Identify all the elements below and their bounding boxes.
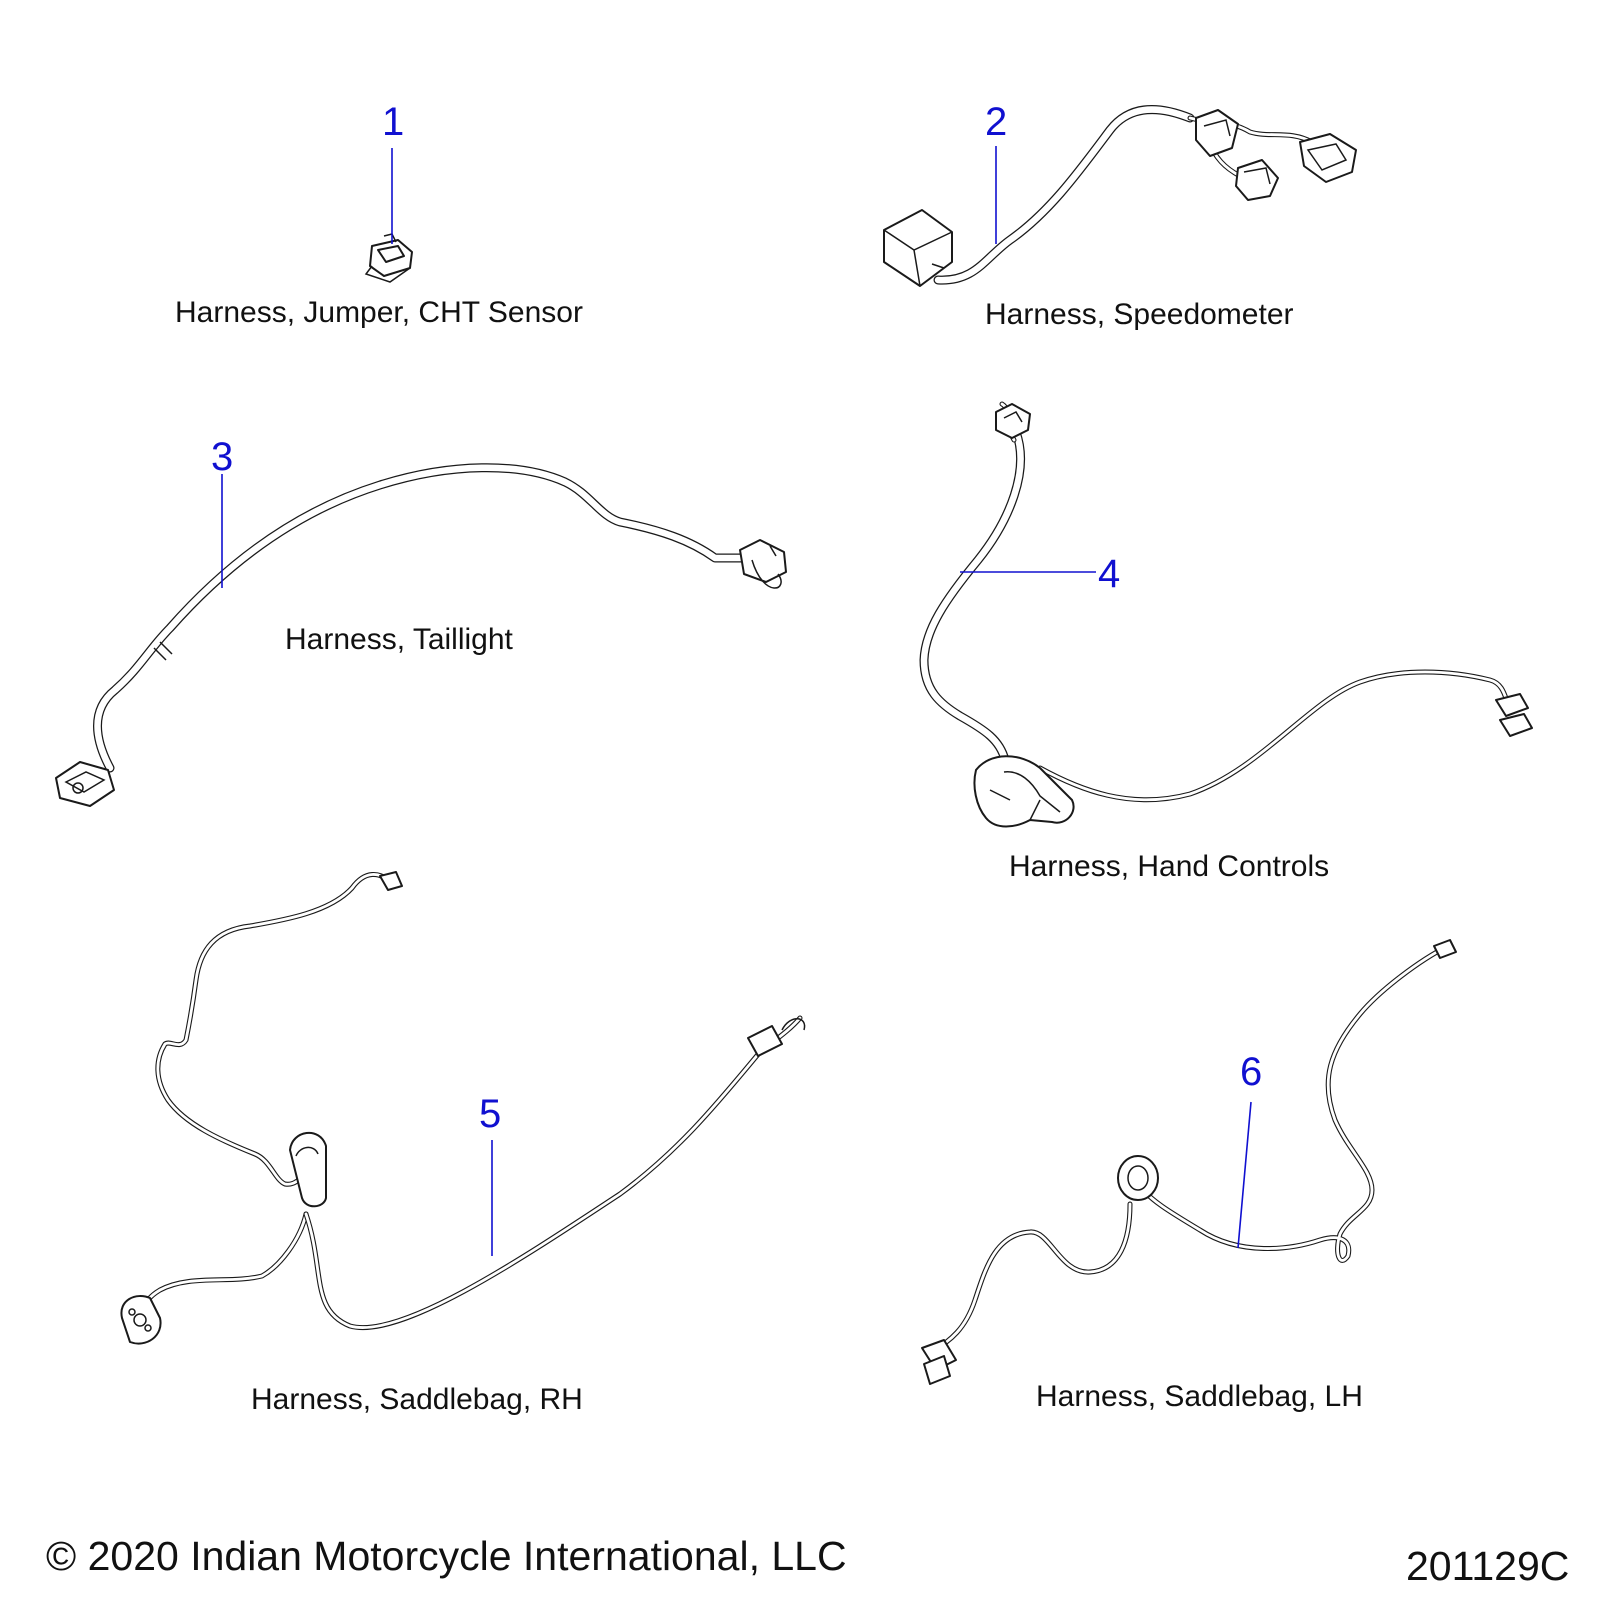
part-label-1: Harness, Jumper, CHT Sensor bbox=[175, 296, 583, 329]
callout-number-2: 2 bbox=[985, 100, 1008, 144]
callout-number-1: 1 bbox=[382, 100, 405, 144]
part-label-3: Harness, Taillight bbox=[285, 623, 513, 656]
callout-number-6: 6 bbox=[1240, 1050, 1263, 1094]
part-label-5: Harness, Saddlebag, RH bbox=[251, 1383, 583, 1416]
harness-cht-sensor-drawing bbox=[364, 233, 413, 283]
drawing-number: 201129C bbox=[1406, 1543, 1570, 1589]
callout-number-4: 4 bbox=[1098, 552, 1121, 596]
callout-number-5: 5 bbox=[479, 1092, 502, 1136]
callout-number-3: 3 bbox=[211, 435, 234, 479]
part-label-4: Harness, Hand Controls bbox=[1009, 850, 1330, 883]
harness-speedometer-drawing bbox=[883, 105, 1357, 287]
harness-saddlebag-rh-drawing bbox=[120, 871, 806, 1345]
harness-taillight-drawing bbox=[55, 463, 787, 807]
leader-line-6 bbox=[1237, 1101, 1252, 1249]
copyright-notice: © 2020 Indian Motorcycle International, … bbox=[46, 1533, 847, 1579]
harness-saddlebag-lh-drawing bbox=[921, 939, 1457, 1385]
part-label-2: Harness, Speedometer bbox=[985, 298, 1294, 331]
part-label-6: Harness, Saddlebag, LH bbox=[1036, 1380, 1363, 1413]
harness-hand-controls-drawing bbox=[919, 401, 1533, 828]
